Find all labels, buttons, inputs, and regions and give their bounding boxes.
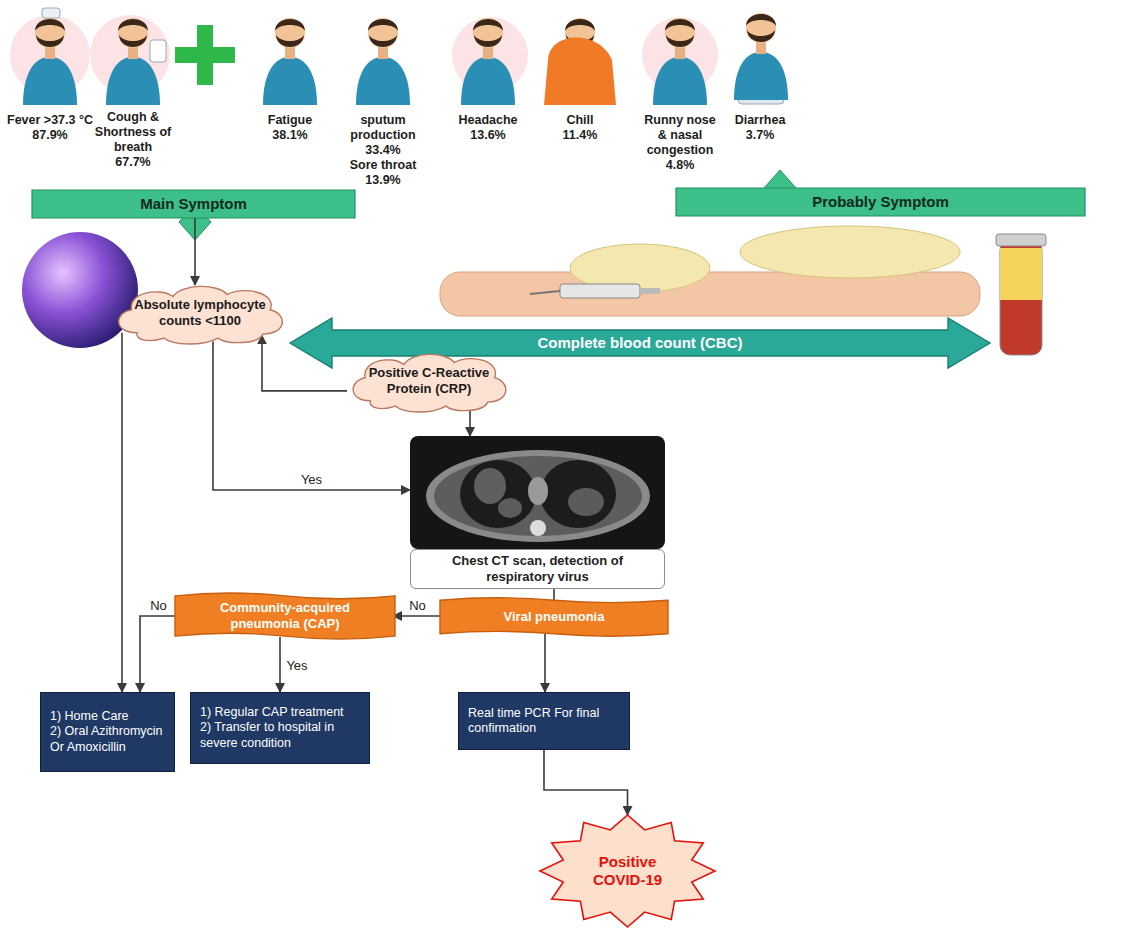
edge-label: No xyxy=(407,598,428,613)
node-text: Main Symptom xyxy=(140,195,247,213)
symptom-label: Chill xyxy=(550,113,610,128)
symptom-label: Fever >37.3 °C xyxy=(0,113,100,128)
node-text: 2) Oral Azithromycin Or Amoxicillin xyxy=(50,724,165,755)
symptom-label: 4.8% xyxy=(638,158,722,173)
plus-bar xyxy=(175,47,235,63)
node-text: Real time PCR For final confirmation xyxy=(468,706,620,737)
symptom-figures xyxy=(23,8,788,105)
serum xyxy=(1000,248,1042,300)
test-cloud: Absolute lymphocyte counts <1100 xyxy=(110,280,290,346)
treatment-box: 1) Regular CAP treatment2) Transfer to h… xyxy=(190,692,370,764)
syringe xyxy=(560,284,640,298)
node-text: Probably Symptom xyxy=(812,193,949,211)
edge-label: Yes xyxy=(299,472,324,487)
runny-nose-figure xyxy=(653,18,707,105)
connector xyxy=(544,750,628,815)
symptom-label: sputum production xyxy=(338,113,428,143)
connector xyxy=(140,616,177,692)
symptom-label: 87.9% xyxy=(0,128,100,143)
treatment-box: Real time PCR For final confirmation xyxy=(458,692,630,750)
node-text: Chest CT scan, detection of respiratory … xyxy=(410,549,665,589)
symptom-label: Sore throat xyxy=(338,158,428,173)
thermometer-pad xyxy=(42,8,60,18)
connector xyxy=(553,589,555,601)
symptom-column: Cough & Shortness of breath67.7% xyxy=(88,110,178,170)
connector xyxy=(194,218,196,285)
node-text: Viral pneumonia xyxy=(504,609,605,625)
test-cloud: Positive C-Reactive Protein (CRP) xyxy=(345,348,513,414)
symptom-label: 13.6% xyxy=(448,128,528,143)
symptom-label: 11.4% xyxy=(550,128,610,143)
headache-figure xyxy=(461,18,515,105)
needle xyxy=(530,291,560,294)
test-tube xyxy=(996,234,1046,355)
arm xyxy=(440,272,980,316)
ct-scan-box: Chest CT scan, detection of respiratory … xyxy=(410,436,665,589)
sputum-figure xyxy=(356,18,410,105)
symptom-column: Headache13.6% xyxy=(448,113,528,143)
symptom-label: 13.9% xyxy=(338,173,428,188)
lymphocyte-sphere xyxy=(22,232,138,348)
blood-draw-arm xyxy=(440,226,980,316)
node-text: Community-acquired pneumonia (CAP) xyxy=(189,600,381,632)
symptom-label: Diarrhea xyxy=(725,113,795,128)
result-star: Positive COVID-19 xyxy=(540,815,715,927)
glove xyxy=(740,226,960,278)
symptom-column: Runny nose & nasal congestion4.8% xyxy=(638,113,722,173)
tube xyxy=(1000,240,1042,355)
treatment-box: 1) Home Care2) Oral Azithromycin Or Amox… xyxy=(40,692,175,772)
node-text: Positive COVID-19 xyxy=(574,853,681,890)
blanket xyxy=(544,38,616,106)
ct-image xyxy=(410,436,665,549)
fever-figure xyxy=(23,18,77,105)
symptom-column: Diarrhea3.7% xyxy=(725,113,795,143)
symptom-column: sputum production33.4%Sore throat13.9% xyxy=(338,113,428,188)
symptom-band: Probably Symptom xyxy=(676,188,1085,216)
plunger xyxy=(640,288,660,294)
symptom-column: Fever >37.3 °C87.9% xyxy=(0,113,100,143)
symptom-label: 67.7% xyxy=(88,155,178,170)
tube-cap xyxy=(996,234,1046,246)
connector xyxy=(121,333,123,692)
symptom-label: Headache xyxy=(448,113,528,128)
symptom-label: Fatigue xyxy=(250,113,330,128)
node-text: Absolute lymphocyte counts <1100 xyxy=(126,297,274,329)
symptom-label: 38.1% xyxy=(250,128,330,143)
connector xyxy=(393,615,442,617)
connector xyxy=(544,634,546,692)
symptom-label: 3.7% xyxy=(725,128,795,143)
node-text: 2) Transfer to hospital in severe condit… xyxy=(200,720,360,751)
node-text: 1) Home Care xyxy=(50,709,129,724)
symptom-label: Cough & Shortness of breath xyxy=(88,110,178,155)
diarrhea-figure xyxy=(734,13,788,100)
connector xyxy=(279,637,281,692)
node-text: Positive C-Reactive Protein (CRP) xyxy=(361,365,497,397)
fatigue-figure xyxy=(263,18,317,105)
connector xyxy=(469,409,471,436)
symptom-band: Main Symptom xyxy=(32,190,355,218)
edge-label: Yes xyxy=(284,657,309,672)
symptom-column: Fatigue38.1% xyxy=(250,113,330,143)
symptom-column: Chill11.4% xyxy=(550,113,610,143)
node-text: Complete blood count (CBC) xyxy=(538,334,743,352)
symptom-label: Runny nose & nasal congestion xyxy=(638,113,722,158)
node-text: 1) Regular CAP treatment xyxy=(200,705,344,720)
diagnosis-banner: Community-acquired pneumonia (CAP) xyxy=(175,592,395,640)
diagnosis-banner: Viral pneumonia xyxy=(440,597,668,637)
tissue xyxy=(150,40,166,62)
edge-label: No xyxy=(148,598,169,613)
symptom-label: 33.4% xyxy=(338,143,428,158)
plus-sign xyxy=(175,25,235,85)
